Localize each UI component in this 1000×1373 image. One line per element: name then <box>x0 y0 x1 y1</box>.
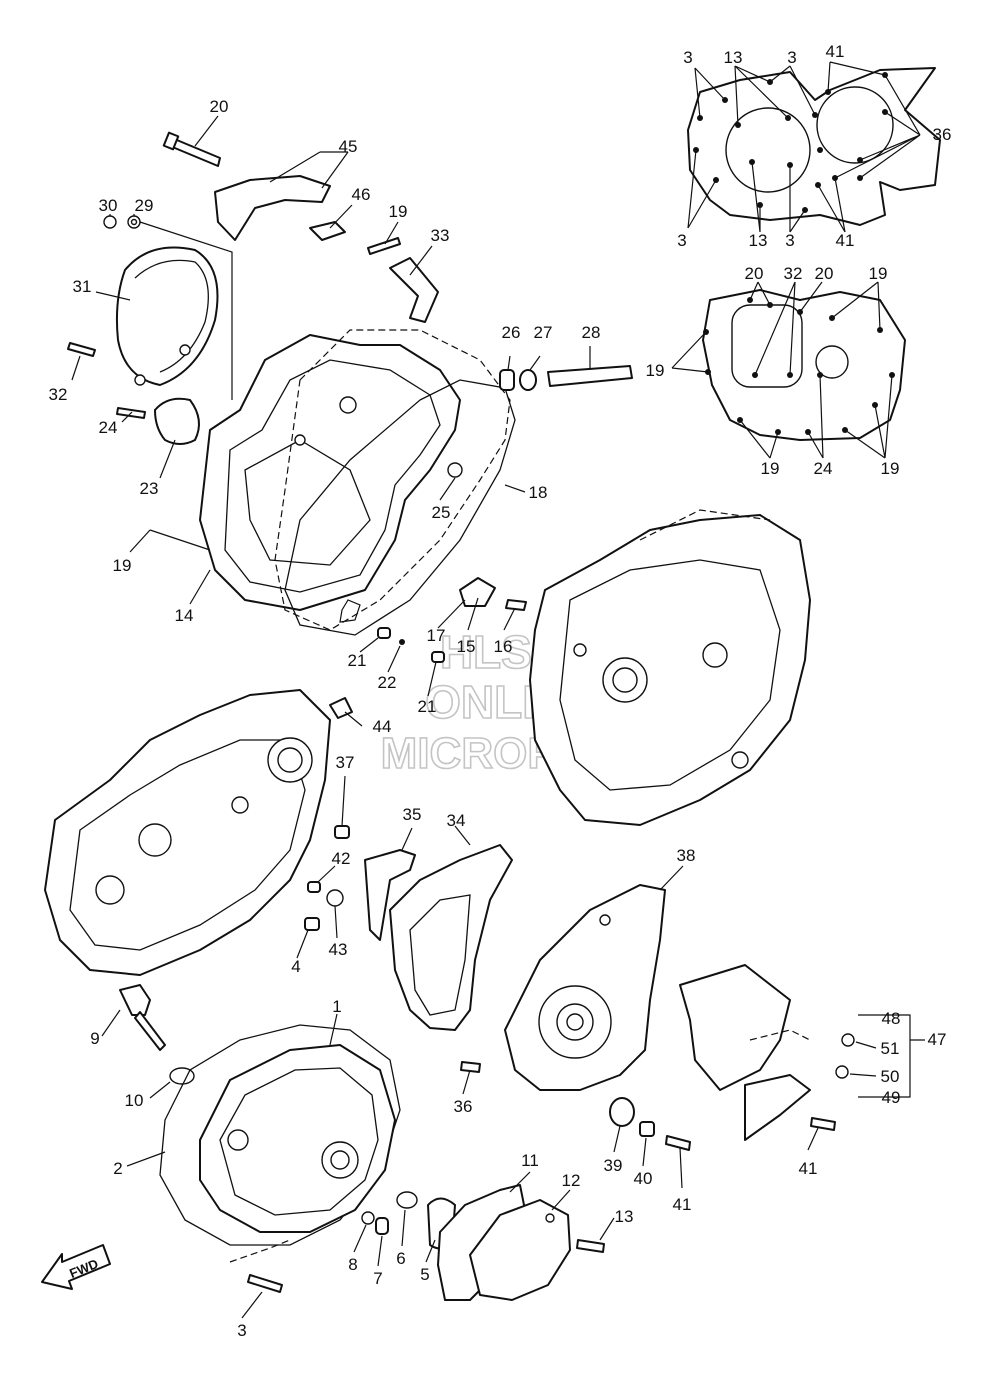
inset2-callout-19-bottom-right: 19 <box>881 459 900 478</box>
callout-19-left: 19 <box>113 556 132 575</box>
inset-callout-36: 36 <box>933 125 952 144</box>
callout-17: 17 <box>427 626 446 645</box>
inset2-callout-19-top: 19 <box>869 264 888 283</box>
inset-callout-3-bottom-right: 3 <box>785 231 794 250</box>
callout-48: 48 <box>882 1009 901 1028</box>
callout-49: 49 <box>882 1088 901 1107</box>
callout-20: 20 <box>210 97 229 116</box>
inset-callout-41-bottom: 41 <box>836 231 855 250</box>
callout-8: 8 <box>348 1255 357 1274</box>
callout-23: 23 <box>140 479 159 498</box>
callout-32: 32 <box>49 385 68 404</box>
inset2-callout-19-left: 19 <box>646 361 665 380</box>
upper-left-assembly <box>67 131 633 663</box>
callout-36: 36 <box>454 1097 473 1116</box>
inset-callout-41-top: 41 <box>826 42 845 61</box>
guard-assembly <box>679 964 925 1141</box>
callout-11: 11 <box>521 1151 539 1170</box>
callout-1: 1 <box>332 997 341 1016</box>
callout-29: 29 <box>135 196 154 215</box>
callout-4: 4 <box>291 957 300 976</box>
callout-47: 47 <box>928 1030 947 1049</box>
inset2-callout-24: 24 <box>814 459 833 478</box>
callout-16: 16 <box>494 637 513 656</box>
left-crankcase-half <box>44 689 353 976</box>
callout-43: 43 <box>329 940 348 959</box>
right-crankcase-half <box>529 509 811 826</box>
inset-callout-3-top-right: 3 <box>787 48 796 67</box>
callout-50: 50 <box>881 1067 900 1086</box>
callout-12: 12 <box>562 1171 581 1190</box>
callout-37: 37 <box>336 753 355 772</box>
callout-51: 51 <box>881 1039 900 1058</box>
callout-14: 14 <box>175 606 194 625</box>
callout-13: 13 <box>615 1207 634 1226</box>
callout-3: 3 <box>237 1321 246 1340</box>
callout-42: 42 <box>332 849 351 868</box>
callout-19-upper: 19 <box>389 202 408 221</box>
callout-39: 39 <box>604 1156 623 1175</box>
callout-9: 9 <box>90 1029 99 1048</box>
fwd-direction-arrow: FWD <box>41 1244 111 1290</box>
leader-lines <box>71 115 877 1319</box>
callout-35: 35 <box>403 805 422 824</box>
clutch-cover-assembly <box>119 984 691 1301</box>
callout-30: 30 <box>99 196 118 215</box>
callout-7: 7 <box>373 1269 382 1288</box>
inset-callout-13-bottom: 13 <box>749 231 768 250</box>
inset-callout-3-top-left: 3 <box>683 48 692 67</box>
callout-18: 18 <box>529 483 548 502</box>
callout-10: 10 <box>125 1091 144 1110</box>
callout-21-right: 21 <box>418 697 437 716</box>
callout-2: 2 <box>113 1159 122 1178</box>
callout-33: 33 <box>431 226 450 245</box>
inset2-callout-19-bottom: 19 <box>761 459 780 478</box>
callout-27: 27 <box>534 323 553 342</box>
inset-generator-cover: 3 13 3 41 36 3 13 3 41 <box>677 42 951 250</box>
callout-25: 25 <box>432 503 451 522</box>
callout-5: 5 <box>420 1265 429 1284</box>
callout-21-left: 21 <box>348 651 367 670</box>
callout-34: 34 <box>447 811 466 830</box>
inset2-callout-32: 32 <box>784 264 803 283</box>
inset2-callout-20-right: 20 <box>815 264 834 283</box>
callout-45: 45 <box>339 137 358 156</box>
callout-15: 15 <box>457 637 476 656</box>
inset-callout-13-top: 13 <box>724 48 743 67</box>
callout-24: 24 <box>99 418 118 437</box>
outer-cover-38 <box>504 884 666 1091</box>
inset-crankcase-cover: 20 32 20 19 19 19 24 19 <box>646 264 906 478</box>
callout-38: 38 <box>677 846 696 865</box>
callout-22: 22 <box>378 673 397 692</box>
callout-41-right: 41 <box>799 1159 818 1178</box>
callout-labels: 20 45 46 30 29 19 33 31 32 26 27 28 24 2… <box>49 97 947 1340</box>
inset-callout-3-bottom-left: 3 <box>677 231 686 250</box>
callout-41-lower: 41 <box>673 1195 692 1214</box>
callout-28: 28 <box>582 323 601 342</box>
fork-and-inner-cover <box>364 844 513 1073</box>
inset2-callout-20-left: 20 <box>745 264 764 283</box>
callout-46: 46 <box>352 185 371 204</box>
callout-31: 31 <box>73 277 92 296</box>
callout-26: 26 <box>502 323 521 342</box>
callout-44: 44 <box>373 717 392 736</box>
callout-6: 6 <box>396 1249 405 1268</box>
callout-40: 40 <box>634 1169 653 1188</box>
